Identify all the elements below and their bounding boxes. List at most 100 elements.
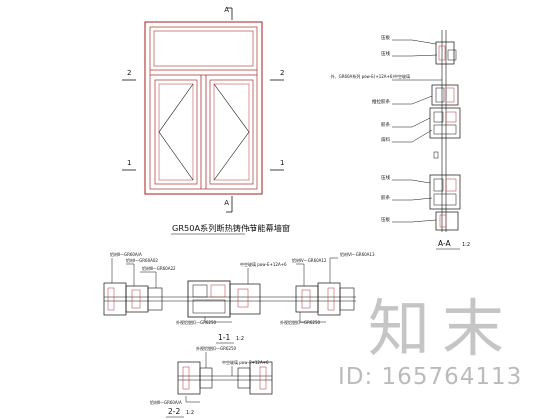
watermark-id: ID: 165764113 [338,364,523,390]
s11-left-frame [103,282,127,316]
s11-mullion-chamber-3 [192,299,226,314]
left-sash [154,79,198,185]
s11-bottom-leader-2 [299,312,326,323]
s11-leader-6 [329,257,338,283]
aa-callout-2: 压线 [381,50,390,57]
section-a-bottom-label: A [224,199,229,207]
aa-leader-8 [392,197,433,201]
section-2-left-label: 2 [127,69,131,77]
section-aa-view: 压板 压线 外、GR60A系列 pow-E(+12A+6)中空玻璃 推拉胶条 胶… [331,30,461,232]
right-sash-glass [213,83,250,181]
s22-right-break [259,366,267,390]
section-aa-scale: 1:2 [462,242,470,248]
section-22-scale: 1:2 [186,410,194,416]
s11-callout-top-1: 铝材Ⅱ—GR60A/A [110,251,142,257]
s11-right-frame-break [327,287,335,311]
section-2-right-label: 2 [280,69,284,77]
aa-leader-4 [392,95,433,105]
aa-sash-top-chamber-1 [433,111,444,123]
watermark-brand: 知末 [368,292,517,365]
s22-callout-3: 铝材Ⅱ—GR60A/A [150,399,182,405]
aa-leader-5 [392,117,431,128]
aa-transom-profile [431,84,459,106]
s11-leader-3 [140,271,157,288]
aa-leader-2 [392,54,438,57]
aa-top-profile [435,41,455,65]
aa-callout-8: 胶条 [381,194,390,201]
right-sash-open-line-2 [213,131,250,181]
aa-sash-top-chamber-2 [445,111,457,123]
aa-sill-thermal-break [439,214,447,228]
window-elevation: A A 2 2 1 1 [122,6,284,213]
s11-callout-top-5: 铝材Ⅳ—GR60A12 [292,257,327,263]
aa-callout-3: 外、GR60A系列 pow-E(+12A+6)中空玻璃 [331,73,410,79]
s11-bottom-leader-1 [204,317,232,323]
left-sash-glass [158,83,194,181]
section-11-view: 铝材Ⅱ—GR60A/A 铝材Ⅰ—GR60A02 铝材Ⅲ—GR60A22 中空玻璃… [103,251,375,325]
aa-callout-5: 胶条 [381,121,390,128]
section-aa-label: A-A [438,239,452,248]
aa-leader-1 [392,39,437,45]
s11-left-bead [147,287,163,311]
section-22-view: 外视铝塑扣—GR6250 中空玻璃 pow-E+12A+6 铝材Ⅱ—GR60A/… [150,345,273,405]
s22-callout-1: 外视铝塑扣—GR6250 [196,345,237,351]
section-1-right-label: 1 [280,159,284,167]
aa-top-thermal-break [438,45,446,61]
s11-mullion-chamber-2 [210,284,226,298]
left-sash-open-line-1 [158,83,194,133]
right-sash-open-line-1 [213,83,250,133]
aa-callout-1: 压板 [381,34,390,41]
s22-right-bead [237,367,251,389]
aa-callout-9: 压板 [381,216,390,223]
aa-sash-bottom-profile [429,174,461,210]
s11-right-sash-break [301,289,311,309]
aa-top-bead [447,49,457,61]
s11-callout-top-2: 铝材Ⅰ—GR60A02 [126,257,158,263]
aa-sash-top-chamber-3 [433,124,457,135]
s22-left-bead [199,367,213,389]
section-11-label: 1-1 [218,333,230,342]
inner-frame [149,26,258,190]
outer-frame [144,21,263,195]
s11-left-sash-break [131,289,141,309]
aa-callout-7: 压线 [381,174,390,181]
aa-callout-6: 扇料 [381,136,390,143]
s11-center-right-sash [229,283,261,315]
s22-callout-2: 中空玻璃 pow-E+12A+6 [222,359,269,365]
aa-sash-bottom-chamber-2 [445,178,457,192]
aa-sill-profile [435,211,459,231]
left-sash-open-line-2 [158,131,194,181]
s22-leaders [185,352,233,403]
aa-leaders [392,39,442,223]
aa-sash-bottom-chamber-1 [433,178,444,192]
section-11-scale: 1:2 [236,336,244,342]
s11-leader-5 [296,263,305,286]
right-sash [209,79,254,185]
elevation-scale: 1:2 [247,227,256,233]
s11-callout-bottom-1: 外视铝塑扣—GR6250 [176,319,217,325]
aa-leader-7 [392,179,431,184]
aa-marker [433,151,439,159]
section-1-left-label: 1 [127,159,131,167]
s11-callout-top-6: 铝材Ⅵ—GR60A13 [340,251,375,257]
s11-center-right-break [237,288,249,308]
s22-left-break [182,366,190,390]
s11-bottom-leaders [204,312,326,323]
aa-callout-4: 推拉胶条 [372,98,390,105]
s11-right-bead [339,287,355,311]
s11-left-frame-break [107,287,115,311]
s11-leader-2 [126,263,135,286]
elevation-title: GR50A系列断热铸件节能幕墙窗 [172,223,290,233]
section-a-top-label: A [224,6,229,14]
aa-leader-9 [392,219,437,223]
aa-transom-chamber-2 [445,87,455,103]
s11-top-leaders [111,257,338,288]
section-22-label: 2-2 [168,407,180,416]
aa-sash-top-profile [429,107,461,139]
s11-callout-bottom-2: 外视铝塑扣—GR6250 [280,319,321,325]
s22-leader-3 [185,396,200,403]
aa-sash-bottom-chamber-3 [433,193,457,206]
s11-callout-top-4: 中空玻璃 pow-E+12A+6 [240,261,287,267]
aa-leader-6 [392,129,433,143]
